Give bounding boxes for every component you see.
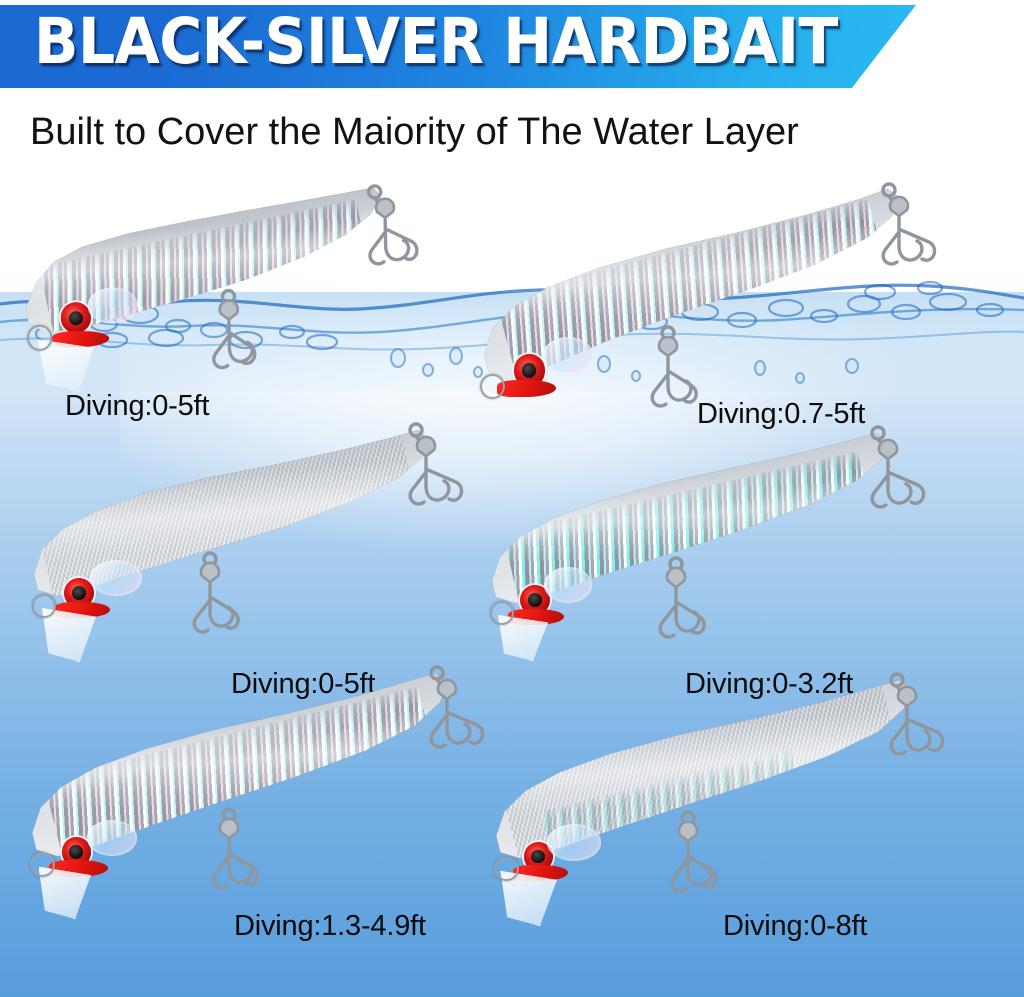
lure-4-hook-tail <box>864 425 959 530</box>
lure-3-hook-tail <box>402 422 497 527</box>
lure-1-gill-plate <box>87 287 139 325</box>
lure-2-pupil <box>521 363 537 379</box>
lure-2-gill-plate <box>543 337 594 374</box>
page-title: BLACK-SILVER HARDBAIT <box>34 5 838 78</box>
lure-6-hook-belly <box>668 810 748 906</box>
lure-2-label: Diving:0.7-5ft <box>697 398 866 430</box>
lure-2-hook-tail <box>875 182 970 287</box>
lure-1-nose-eyelet <box>26 324 53 351</box>
lure-4-hook-belly <box>656 556 736 652</box>
lure-4-gill-plate <box>544 567 592 603</box>
lure-6[interactable] <box>492 672 944 927</box>
lure-1-label: Diving:0-5ft <box>65 390 210 422</box>
lure-5-hook-tail <box>423 665 518 770</box>
lure-5-gill-plate <box>86 820 138 857</box>
lure-3-nose-eyelet <box>32 594 56 618</box>
lure-5-nose-eyelet <box>30 851 56 877</box>
lure-4-nose-eyelet <box>490 601 514 625</box>
lure-6-label: Diving:0-8ft <box>723 910 868 942</box>
lure-4[interactable] <box>488 425 926 661</box>
lure-2-throat <box>496 380 556 398</box>
lure-3-pupil <box>71 586 86 601</box>
lure-5-label: Diving:1.3-4.9ft <box>234 910 426 942</box>
lure-2-nose-eyelet <box>480 373 505 400</box>
lure-4-pupil <box>527 593 542 608</box>
lure-3-gill-plate <box>90 560 142 596</box>
lure-6-pupil <box>531 850 545 864</box>
lure-4-label: Diving:0-3.2ft <box>685 668 854 700</box>
lure-6-gill-plate <box>546 823 602 861</box>
lure-2[interactable] <box>480 178 937 408</box>
lure-3-label: Diving:0-5ft <box>231 668 376 700</box>
lure-3-hook-belly <box>190 551 270 647</box>
lure-5[interactable] <box>28 665 485 919</box>
lure-1-hook-tail <box>359 183 451 285</box>
lure-1[interactable] <box>20 175 419 361</box>
page-subtitle: Built to Cover the Maiority of The Water… <box>30 111 799 153</box>
lure-6-hook-tail <box>883 672 978 777</box>
lure-1-hook-belly <box>206 288 288 379</box>
lure-1-pupil <box>68 311 83 326</box>
header-banner <box>0 5 916 88</box>
lure-5-pupil <box>69 845 83 859</box>
water-scene: Diving:0-5ft <box>0 160 1024 997</box>
lure-5-hook-belly <box>209 807 289 903</box>
lure-3[interactable] <box>30 422 464 662</box>
lure-6-nose-eyelet <box>494 856 520 881</box>
lure-2-hook-belly <box>648 325 728 421</box>
